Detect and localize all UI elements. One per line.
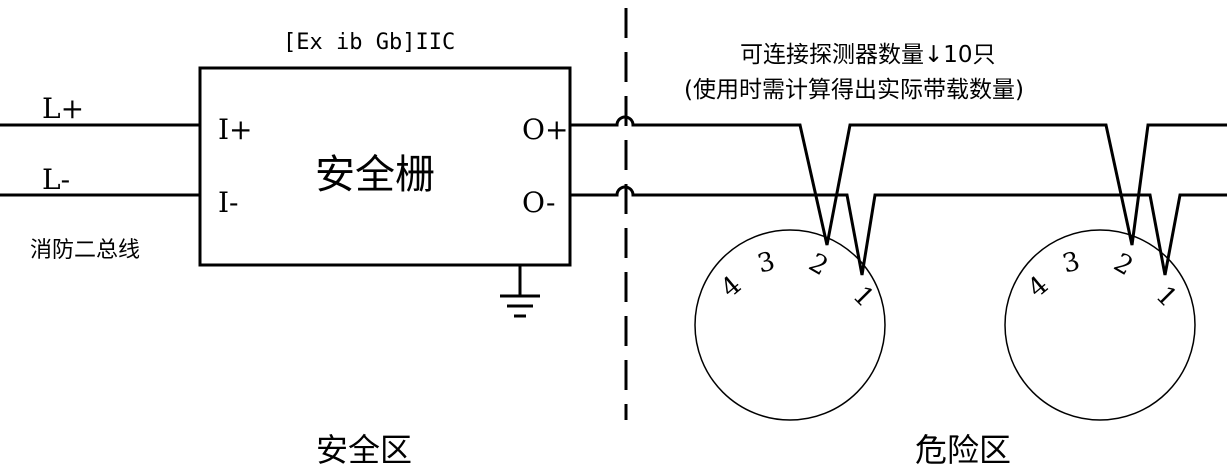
bus-pos-label: L+ — [42, 92, 85, 125]
barrier-output-neg: O- — [522, 186, 556, 219]
detector-base-1 — [694, 229, 886, 421]
hazard-zone-label: 危险区 — [915, 431, 1012, 469]
capacity-note: 可连接探测器数量↓10只 — [740, 42, 996, 68]
barrier-rating: [Ex ib Gb]IIC — [283, 30, 456, 55]
safe-zone-label: 安全区 — [316, 431, 413, 469]
safety-barrier-box — [198, 66, 572, 267]
output-neg-wire — [570, 185, 1227, 276]
output-pos-wire — [570, 115, 1227, 246]
detector-base-2 — [1004, 229, 1196, 421]
barrier-input-neg: I- — [218, 186, 239, 219]
bus-name: 消防二总线 — [30, 238, 141, 263]
barrier-title: 安全栅 — [315, 152, 435, 198]
barrier-input-pos: I+ — [218, 113, 253, 146]
capacity-note-detail: (使用时需计算得出实际带载数量) — [684, 77, 1024, 103]
barrier-output-pos: O+ — [522, 113, 569, 146]
bus-neg-label: L- — [42, 163, 71, 196]
